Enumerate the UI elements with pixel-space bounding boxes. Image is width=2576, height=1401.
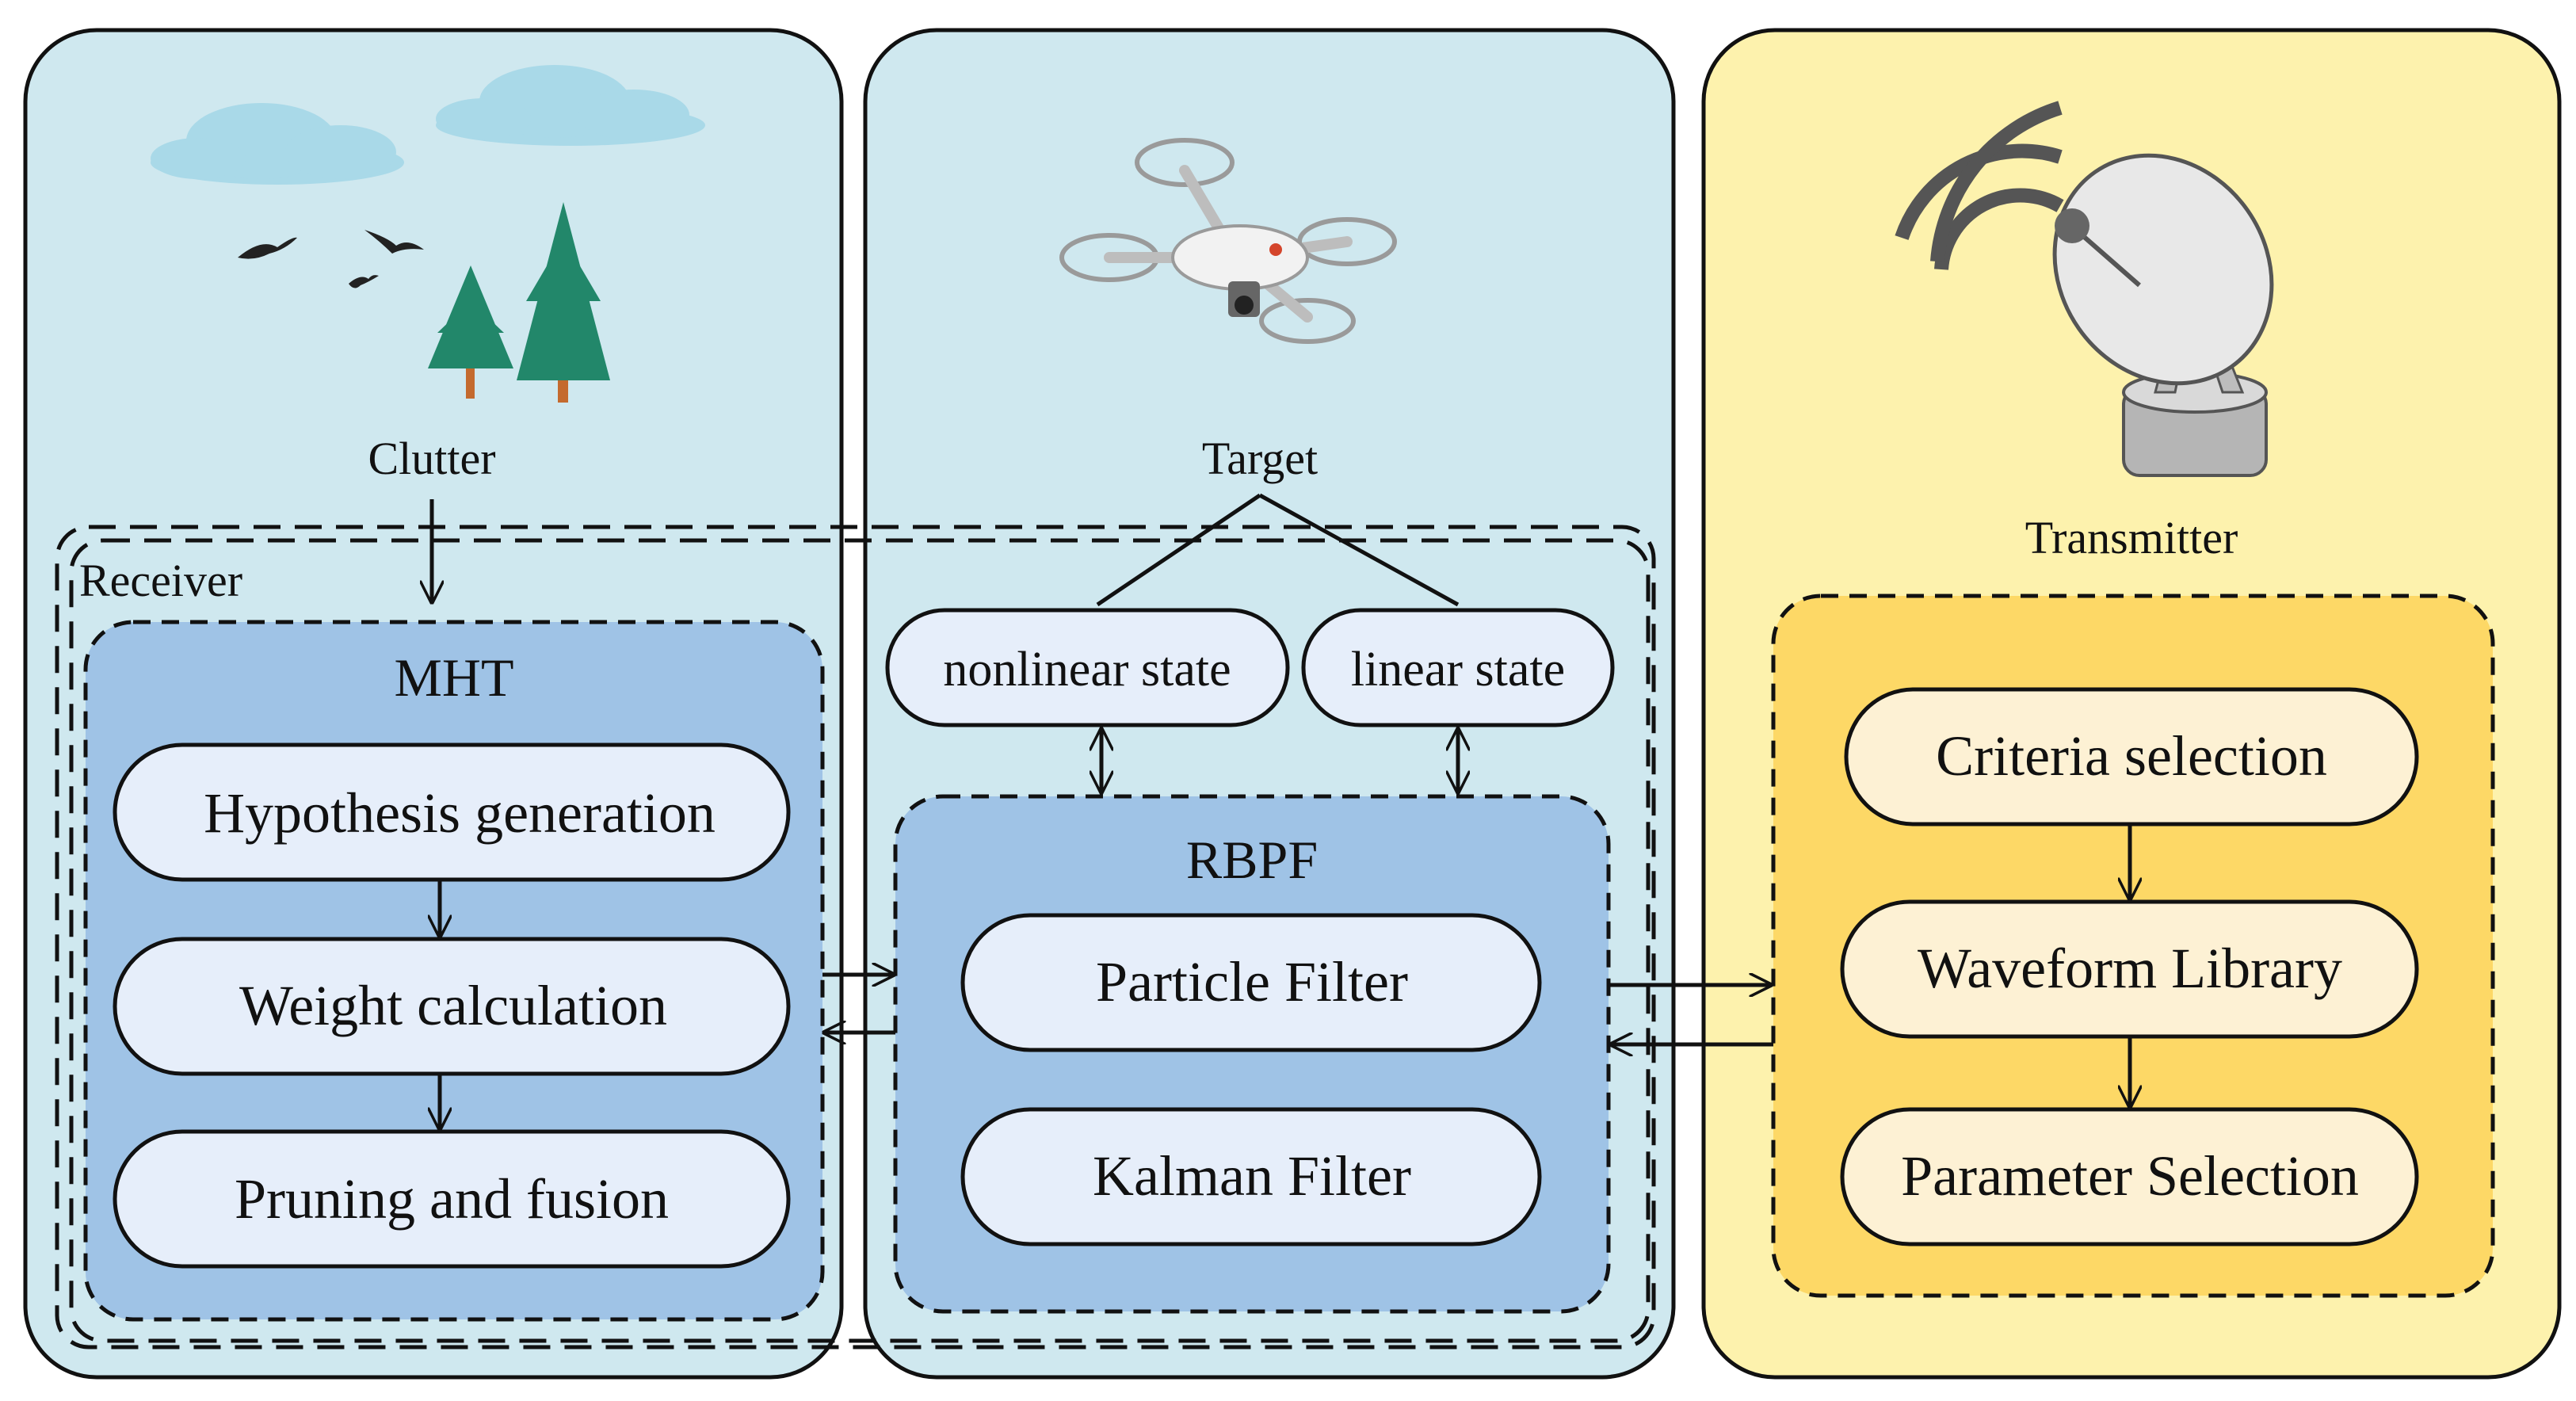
receiver-label: Receiver (79, 555, 242, 606)
weight-calculation-step (113, 937, 791, 1076)
cloud-icon (151, 103, 404, 185)
pruning-and-fusion-step (113, 1129, 791, 1269)
parameter-selection-label: Parameter Selection (1901, 1144, 2359, 1208)
receiver-outline-inner (69, 538, 1651, 1343)
connectors (432, 493, 2130, 1129)
receiver-outline (55, 525, 1656, 1349)
target-label: Target (1202, 433, 1318, 484)
weight-calculation-label: Weight calculation (239, 974, 667, 1037)
cloud-icon (436, 65, 705, 146)
nonlinear-state-label: nonlinear state (943, 643, 1231, 697)
bird-icon (349, 275, 379, 288)
hypothesis-generation-step (113, 742, 791, 882)
transmitter-label: Transmitter (2025, 512, 2238, 563)
radar-dish-icon (1895, 101, 2274, 477)
particle-filter-step (960, 913, 1542, 1052)
drone-icon (1059, 138, 1397, 344)
criteria-selection-step (1844, 687, 2419, 826)
bird-icon (238, 237, 297, 259)
rbpf-title: RBPF (1186, 830, 1318, 890)
nonlinear-state-pill (885, 608, 1290, 727)
target-to-nonlinear-line (1096, 493, 1261, 607)
parameter-selection-step (1840, 1107, 2419, 1246)
particle-filter-label: Particle Filter (1096, 950, 1408, 1014)
waveform-library-step (1840, 899, 2419, 1039)
bird-icon (364, 230, 424, 254)
linear-state-pill (1301, 608, 1615, 727)
hypothesis-generation-label: Hypothesis generation (204, 781, 716, 845)
waveform-library-label: Waveform Library (1918, 937, 2342, 1000)
clutter-label: Clutter (368, 433, 495, 484)
mht-title: MHT (394, 647, 513, 708)
pruning-and-fusion-label: Pruning and fusion (235, 1167, 669, 1231)
target-to-linear-line (1258, 493, 1460, 607)
criteria-selection-label: Criteria selection (1936, 724, 2327, 788)
kalman-filter-label: Kalman Filter (1093, 1144, 1411, 1208)
tree-icon (428, 265, 513, 399)
tree-icon (517, 202, 610, 403)
kalman-filter-step (960, 1107, 1542, 1246)
linear-state-label: linear state (1351, 643, 1565, 697)
